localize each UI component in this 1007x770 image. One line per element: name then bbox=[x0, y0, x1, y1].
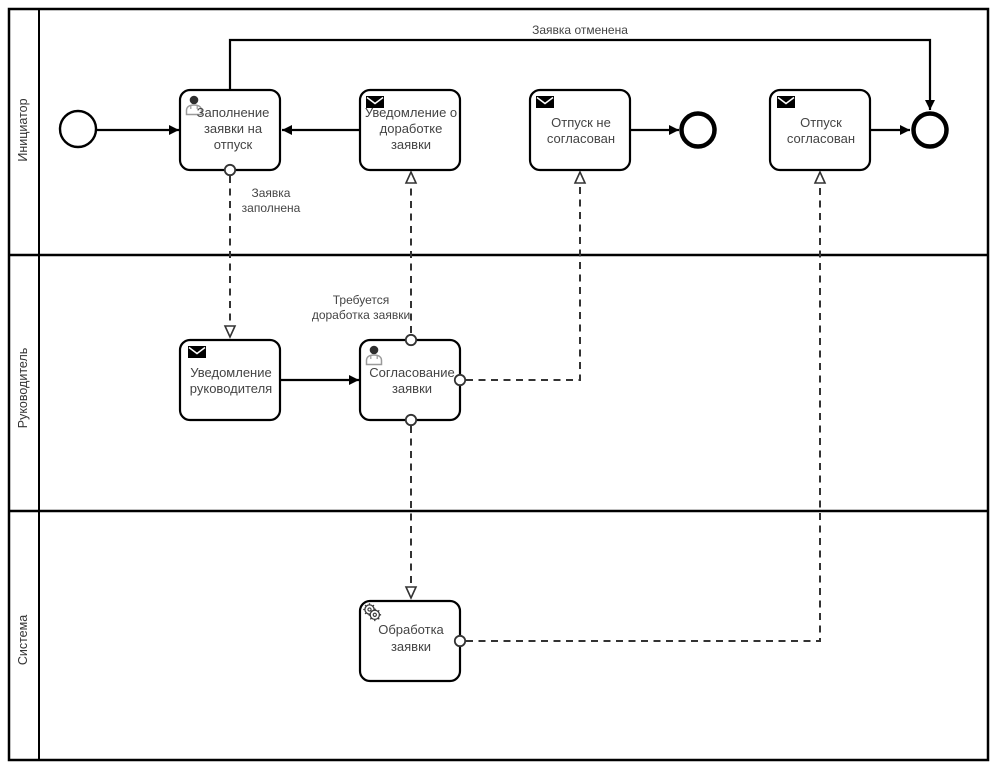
task-label-line: доработке bbox=[380, 121, 443, 136]
end-event-approved[interactable] bbox=[911, 111, 949, 149]
message-flow-anchors bbox=[223, 163, 467, 648]
task-manager-notice[interactable]: Уведомление руководителя bbox=[178, 338, 282, 422]
task-label-line: согласован bbox=[787, 131, 855, 146]
lane-manager bbox=[9, 255, 988, 511]
task-approve-request[interactable]: Согласование заявки bbox=[358, 338, 462, 422]
task-label-line: Уведомление bbox=[190, 365, 271, 380]
task-label-line: согласован bbox=[547, 131, 615, 146]
task-label-line: заявки на bbox=[204, 121, 263, 136]
anchor-approve-top bbox=[404, 333, 418, 347]
service-icon bbox=[363, 603, 382, 622]
task-process-request[interactable]: Обработка заявки bbox=[358, 599, 462, 683]
task-label-line: заявки bbox=[391, 137, 431, 152]
task-label-line: Заполнение bbox=[197, 105, 270, 120]
task-shape bbox=[358, 88, 462, 172]
anchor-fill-request-bottom bbox=[223, 163, 237, 177]
flow-label-rework-required-line1: Требуется bbox=[333, 293, 389, 307]
flow-label-request-cancelled: Заявка отменена bbox=[532, 23, 628, 37]
task-label-line: заявки bbox=[392, 381, 432, 396]
task-approved[interactable]: Отпуск согласован bbox=[768, 88, 872, 172]
message-icon bbox=[536, 96, 554, 108]
task-label-line: Обработка bbox=[378, 622, 444, 637]
message-icon bbox=[188, 346, 206, 358]
user-icon bbox=[365, 345, 383, 366]
flow-label-request-filled-line1: Заявка bbox=[252, 186, 291, 200]
start-event[interactable] bbox=[58, 109, 98, 149]
message-icon bbox=[777, 96, 795, 108]
task-shape bbox=[528, 88, 632, 172]
lane-label-system: Система bbox=[16, 615, 30, 665]
task-shape bbox=[178, 338, 282, 422]
lane-label-manager: Руководитель bbox=[16, 348, 30, 429]
flow-label-rework-required-line2: доработка заявки bbox=[312, 308, 410, 322]
lane-label-initiator: Инициатор bbox=[16, 98, 30, 161]
sequence-flows bbox=[96, 38, 935, 385]
message-flows bbox=[230, 172, 820, 642]
msg-flow-to-not-approved bbox=[466, 172, 580, 381]
message-icon bbox=[366, 96, 384, 108]
flow-request-cancelled bbox=[228, 38, 935, 110]
task-label-line: Отпуск bbox=[800, 115, 842, 130]
msg-flow-to-approved bbox=[466, 172, 820, 642]
end-event-not-approved[interactable] bbox=[679, 111, 717, 149]
task-label-line: отпуск bbox=[214, 137, 253, 152]
task-label-line: руководителя bbox=[190, 381, 272, 396]
task-fill-request[interactable]: Заполнение заявки на отпуск bbox=[178, 88, 282, 172]
flow-label-request-filled-line2: заполнена bbox=[242, 201, 301, 215]
anchor-approve-right bbox=[453, 373, 467, 387]
task-not-approved[interactable]: Отпуск не согласован bbox=[528, 88, 632, 172]
pool-border bbox=[7, 7, 990, 762]
task-rework-notice[interactable]: Уведомление о доработке заявки bbox=[358, 88, 462, 172]
lane-system bbox=[9, 511, 988, 760]
anchor-approve-bottom bbox=[404, 413, 418, 427]
task-label-line: Отпуск не bbox=[551, 115, 611, 130]
task-shape bbox=[768, 88, 872, 172]
anchor-processing-right bbox=[453, 634, 467, 648]
pool: Инициатор Руководитель Система bbox=[7, 7, 990, 762]
task-label-line: заявки bbox=[391, 639, 431, 654]
task-label-line: Уведомление о bbox=[365, 105, 457, 120]
task-label-line: Согласование bbox=[369, 365, 454, 380]
user-icon bbox=[185, 95, 203, 116]
